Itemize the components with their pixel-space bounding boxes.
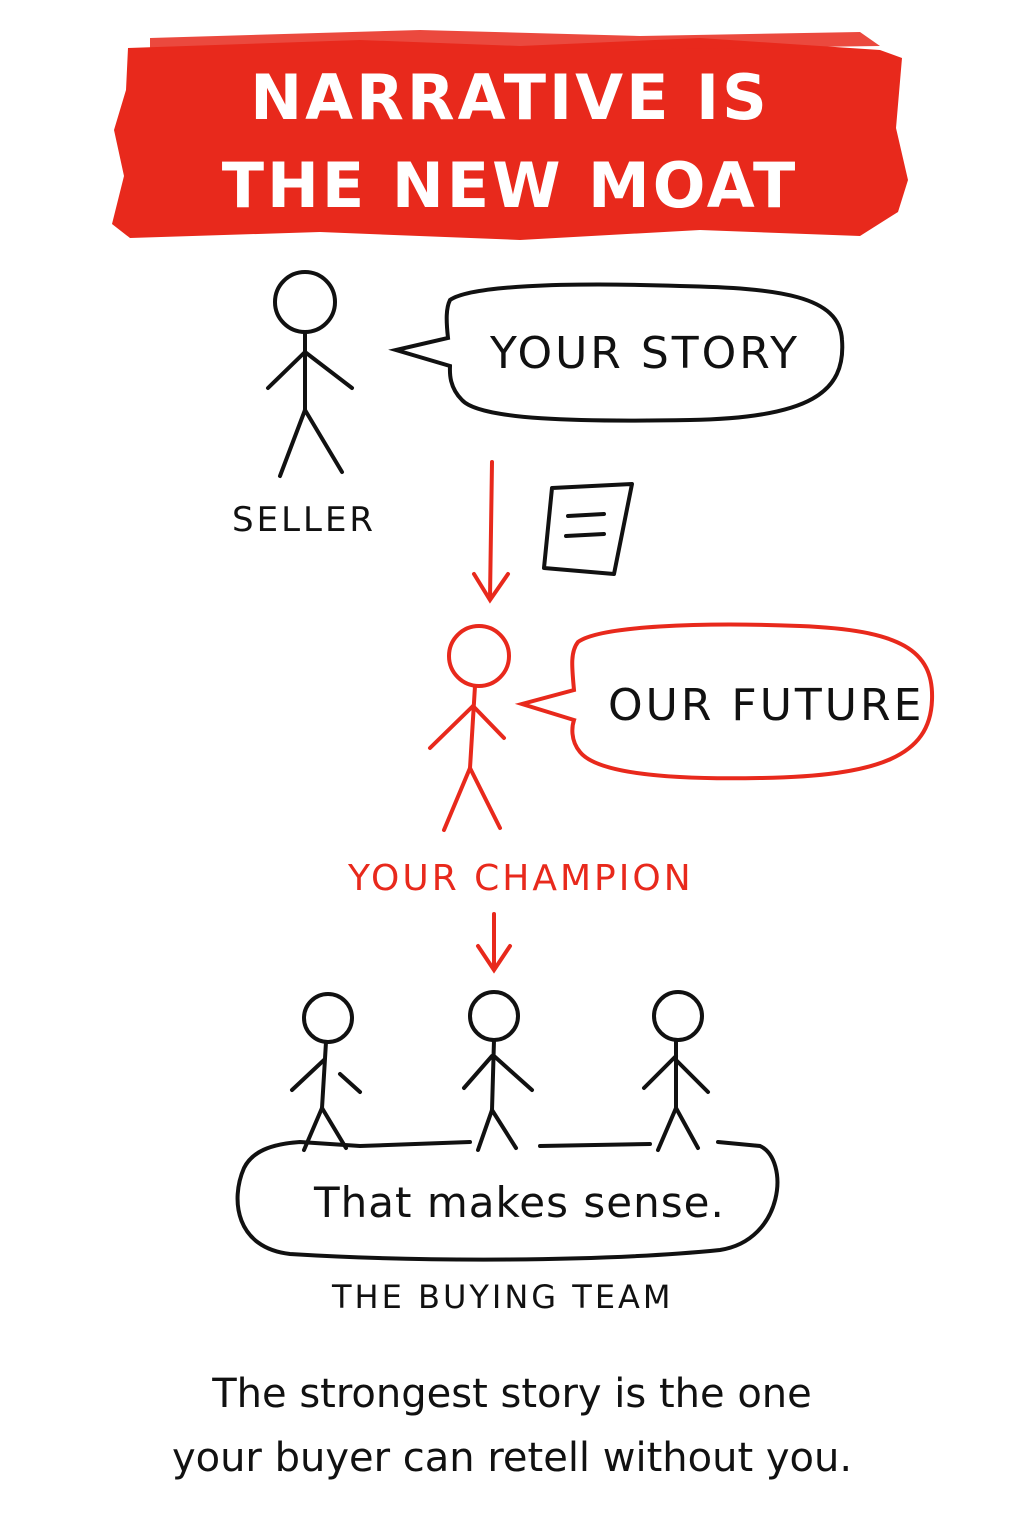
champion-speech-bubble bbox=[514, 622, 935, 781]
title-banner bbox=[112, 38, 908, 240]
seller-label: SELLER bbox=[232, 500, 377, 540]
document-icon bbox=[542, 482, 634, 576]
arrow-down-icon bbox=[476, 912, 512, 974]
team-figure-center bbox=[462, 990, 534, 1152]
seller-speech-text: YOUR STORY bbox=[490, 328, 800, 379]
title-banner-streak bbox=[150, 30, 880, 50]
champion-label: YOUR CHAMPION bbox=[348, 858, 694, 899]
team-figure-right bbox=[642, 990, 710, 1152]
champion-speech-text: OUR FUTURE bbox=[608, 680, 925, 731]
seller-speech-bubble bbox=[388, 282, 845, 423]
champion-figure bbox=[428, 624, 511, 832]
team-speech-bubble bbox=[235, 1140, 780, 1262]
page-title-line-2: THE NEW MOAT bbox=[221, 149, 799, 222]
team-label: THE BUYING TEAM bbox=[332, 1278, 674, 1316]
page-title-line-1: NARRATIVE IS bbox=[250, 61, 770, 134]
team-figure-left bbox=[290, 992, 362, 1152]
arrow-down-icon bbox=[472, 460, 510, 604]
team-speech-text: That makes sense. bbox=[314, 1178, 725, 1227]
caption-line-2: your buyer can retell without you. bbox=[171, 1435, 853, 1481]
caption-line-1: The strongest story is the one bbox=[212, 1371, 812, 1417]
seller-figure bbox=[266, 270, 354, 478]
